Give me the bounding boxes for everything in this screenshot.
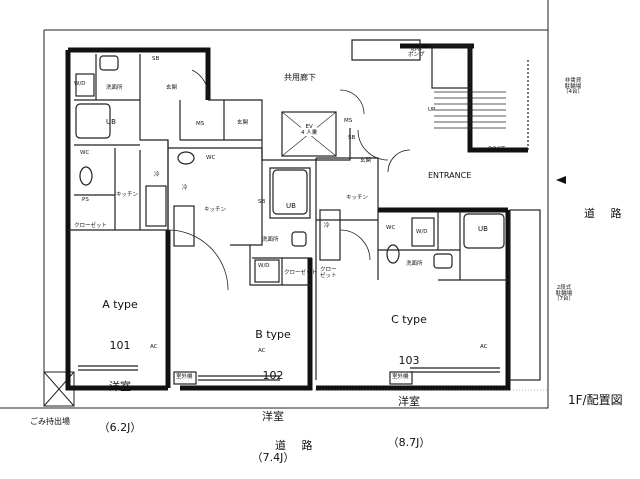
entry-label-a: 玄関 (166, 85, 178, 91)
wall-west-a (65, 50, 168, 391)
unit-102-label: B type 102 洋室 （7.4J） (240, 300, 306, 479)
sb-label-a: SB (152, 56, 160, 62)
unit-101-size: （6.2J） (98, 421, 142, 435)
unit-103-type: C type (391, 312, 427, 326)
sb-label-b: SB (258, 199, 266, 205)
ac-label-c: AC (480, 344, 488, 350)
ac-label-b: AC (258, 348, 266, 354)
post-label: POST (488, 145, 506, 153)
ub-label-b: UB (286, 202, 296, 210)
wd-label-a: W/D (74, 81, 86, 87)
unit-103-room: 洋室 (398, 395, 420, 408)
wd-label-b: W/D (258, 263, 270, 269)
ps-label-a: PS (82, 197, 89, 203)
road-label-bottom: 道 路 (275, 439, 319, 452)
ub-label-c: UB (478, 225, 488, 233)
entrance-label: ENTRANCE (428, 171, 472, 180)
stair-up-label: UP (428, 107, 436, 113)
ref-label-b: 冷 (182, 185, 188, 191)
unit-101-label: A type 101 洋室 （6.2J） (92, 270, 148, 449)
toilet-c (386, 244, 400, 264)
bathtub-c (463, 213, 505, 249)
unit-102-size: （7.4J） (251, 451, 295, 465)
unit-103-size: （8.7J） (387, 436, 431, 450)
unit-101-type: A type (102, 297, 138, 311)
wall-south-b (180, 258, 313, 391)
unit-102-number: 102 (262, 368, 284, 382)
road-label-right: 道 路 (584, 207, 628, 220)
entry-label-c: 玄関 (360, 158, 372, 164)
unit-103-label: C type 103 洋室 （8.7J） (376, 285, 442, 464)
bathtub-a (75, 103, 111, 139)
unit-101-room: 洋室 (109, 380, 131, 393)
ref-label-a: 冷 (154, 172, 160, 178)
unit-102-room: 洋室 (262, 410, 284, 423)
elevator-label: EV 4 人乗 (301, 124, 318, 136)
bicycle-parking-two-tier-label: 2段式 駐輪場 （7台） (554, 285, 574, 302)
kitchen-label-c: キッチン (346, 195, 369, 201)
outdoor-unit-label-c: 室外機 (392, 374, 409, 380)
wall-north-a (68, 47, 211, 100)
bathtub-b (272, 169, 308, 215)
common-corridor-label: 共用廊下 (284, 73, 316, 82)
water-pump-label: 給水 ポンプ (408, 46, 425, 58)
ref-label-c: 冷 (324, 223, 330, 229)
unit-101-number: 101 (109, 338, 131, 352)
closet-label-a: クローゼット (74, 223, 108, 229)
kitchen-label-b: キッチン (204, 207, 227, 213)
closet-label-b: クローゼット (284, 270, 318, 276)
unit-103-number: 103 (398, 353, 420, 367)
wash-label-b: 洗面所 (262, 237, 279, 243)
wc-label-b: WC (206, 155, 216, 161)
wash-label-a: 洗面所 (106, 85, 123, 91)
elevator-shaft (281, 111, 337, 157)
bicycle-area-two-tier (509, 209, 541, 381)
wash-label-c: 洗面所 (406, 261, 423, 267)
sb-label-c: SB (348, 135, 356, 141)
kitchen-label-a: キッチン (116, 192, 139, 198)
ac-label-a: AC (150, 344, 158, 350)
entry-label-b: 玄関 (237, 120, 249, 126)
wall-east-c (316, 210, 511, 391)
wc-label-c: WC (386, 225, 396, 231)
wc-label-a: WC (80, 150, 90, 156)
entrance-arrow-icon (556, 176, 566, 184)
floor-plan (0, 0, 566, 409)
ub-label-a: UB (106, 118, 116, 126)
garbage-label: ごみ持出場 (30, 417, 70, 426)
ms-label-1: MS (196, 121, 205, 127)
bicycle-parking-rental-label: 非賃貸 駐輪場 （4台） (563, 78, 583, 95)
toilet-b (177, 151, 195, 165)
toilet-a (79, 166, 93, 186)
closet-label-b2: クロー ゼット (320, 267, 337, 279)
ms-label-2: MS (344, 118, 353, 124)
floor-title: 1F/配置図 (568, 393, 623, 407)
wd-label-c: W/D (416, 229, 428, 235)
site-boundary (0, 0, 549, 409)
unit-102-type: B type (255, 327, 291, 341)
outdoor-unit-label-b: 室外機 (176, 374, 193, 380)
